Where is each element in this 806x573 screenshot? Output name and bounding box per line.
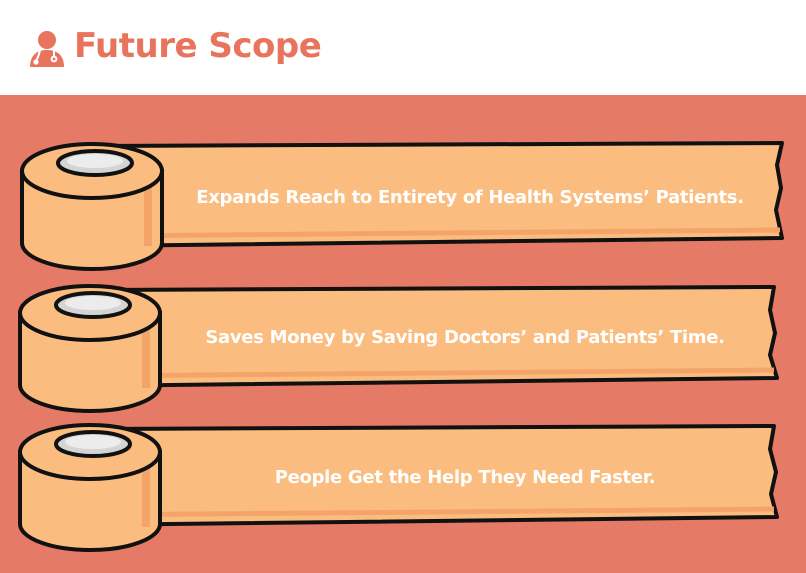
- doctor-icon: [30, 31, 64, 67]
- header: Future Scope: [0, 0, 806, 95]
- tape-text-faster-help: People Get the Help They Need Faster.: [274, 466, 656, 488]
- tape-roll-3: [18, 423, 779, 552]
- tape-roll-1: [20, 141, 784, 271]
- tape-text-savings: Saves Money by Saving Doctors’ and Patie…: [205, 326, 725, 348]
- page-title: Future Scope: [74, 26, 322, 66]
- tape-roll-2: [18, 284, 779, 413]
- tape-text-reach: Expands Reach to Entirety of Health Syst…: [196, 186, 744, 208]
